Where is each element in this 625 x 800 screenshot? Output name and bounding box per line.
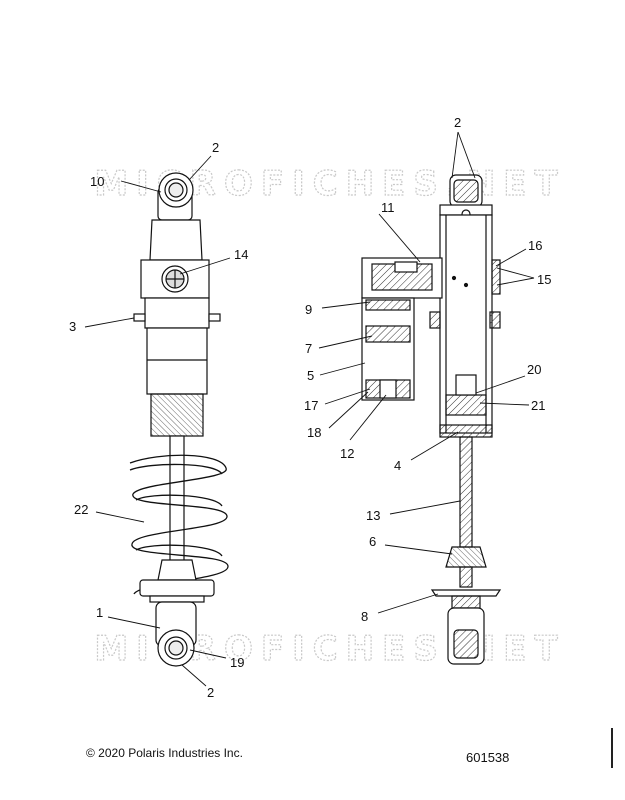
leader-lines: [84, 131, 535, 687]
upper-cap: [149, 219, 203, 261]
shock-body: [146, 327, 208, 395]
top-eyelet: [157, 172, 194, 221]
section-top-eyelet: [439, 174, 493, 219]
bumper: [445, 546, 487, 568]
collar-ring: [144, 297, 210, 329]
callout-10: 10: [90, 174, 104, 189]
reservoir-head: [361, 257, 443, 299]
piston: [445, 394, 487, 416]
section-bottom-eyelet: [447, 607, 485, 665]
callout-2-top-right: 2: [454, 115, 461, 130]
callout-1: 1: [96, 605, 103, 620]
callout-22: 22: [74, 502, 88, 517]
callout-8: 8: [361, 609, 368, 624]
callout-13: 13: [366, 508, 380, 523]
callout-2-top-left: 2: [212, 140, 219, 155]
callout-2-bottom-left: 2: [207, 685, 214, 700]
callout-18: 18: [307, 425, 321, 440]
callout-19: 19: [230, 655, 244, 670]
callout-6: 6: [369, 534, 376, 549]
callout-4: 4: [394, 458, 401, 473]
callout-3: 3: [69, 319, 76, 334]
callout-20: 20: [527, 362, 541, 377]
callout-5: 5: [307, 368, 314, 383]
callout-11: 11: [381, 200, 395, 215]
section-shaft: [459, 436, 473, 548]
edge-bar: [611, 728, 613, 768]
callout-14: 14: [234, 247, 248, 262]
part-number: 601538: [466, 750, 510, 765]
callout-7: 7: [305, 341, 312, 356]
callout-9: 9: [305, 302, 312, 317]
callout-16: 16: [528, 238, 542, 253]
threaded-section: [150, 393, 204, 437]
spring-seat: [157, 559, 197, 581]
callout-15: 15: [537, 272, 551, 287]
callout-labels: 2 10 14 3 22 1 19 2 2 11 16 15 9 7 5 17 …: [69, 115, 551, 700]
assembled-shock: [129, 172, 229, 667]
callout-12: 12: [340, 446, 354, 461]
spring-retainer: [430, 589, 502, 597]
callout-21: 21: [531, 398, 545, 413]
copyright-text: © 2020 Polaris Industries Inc.: [86, 746, 243, 760]
callout-17: 17: [304, 398, 318, 413]
sectioned-shock: [361, 174, 502, 665]
spring: [129, 454, 229, 595]
bottom-eyelet: [155, 601, 197, 667]
